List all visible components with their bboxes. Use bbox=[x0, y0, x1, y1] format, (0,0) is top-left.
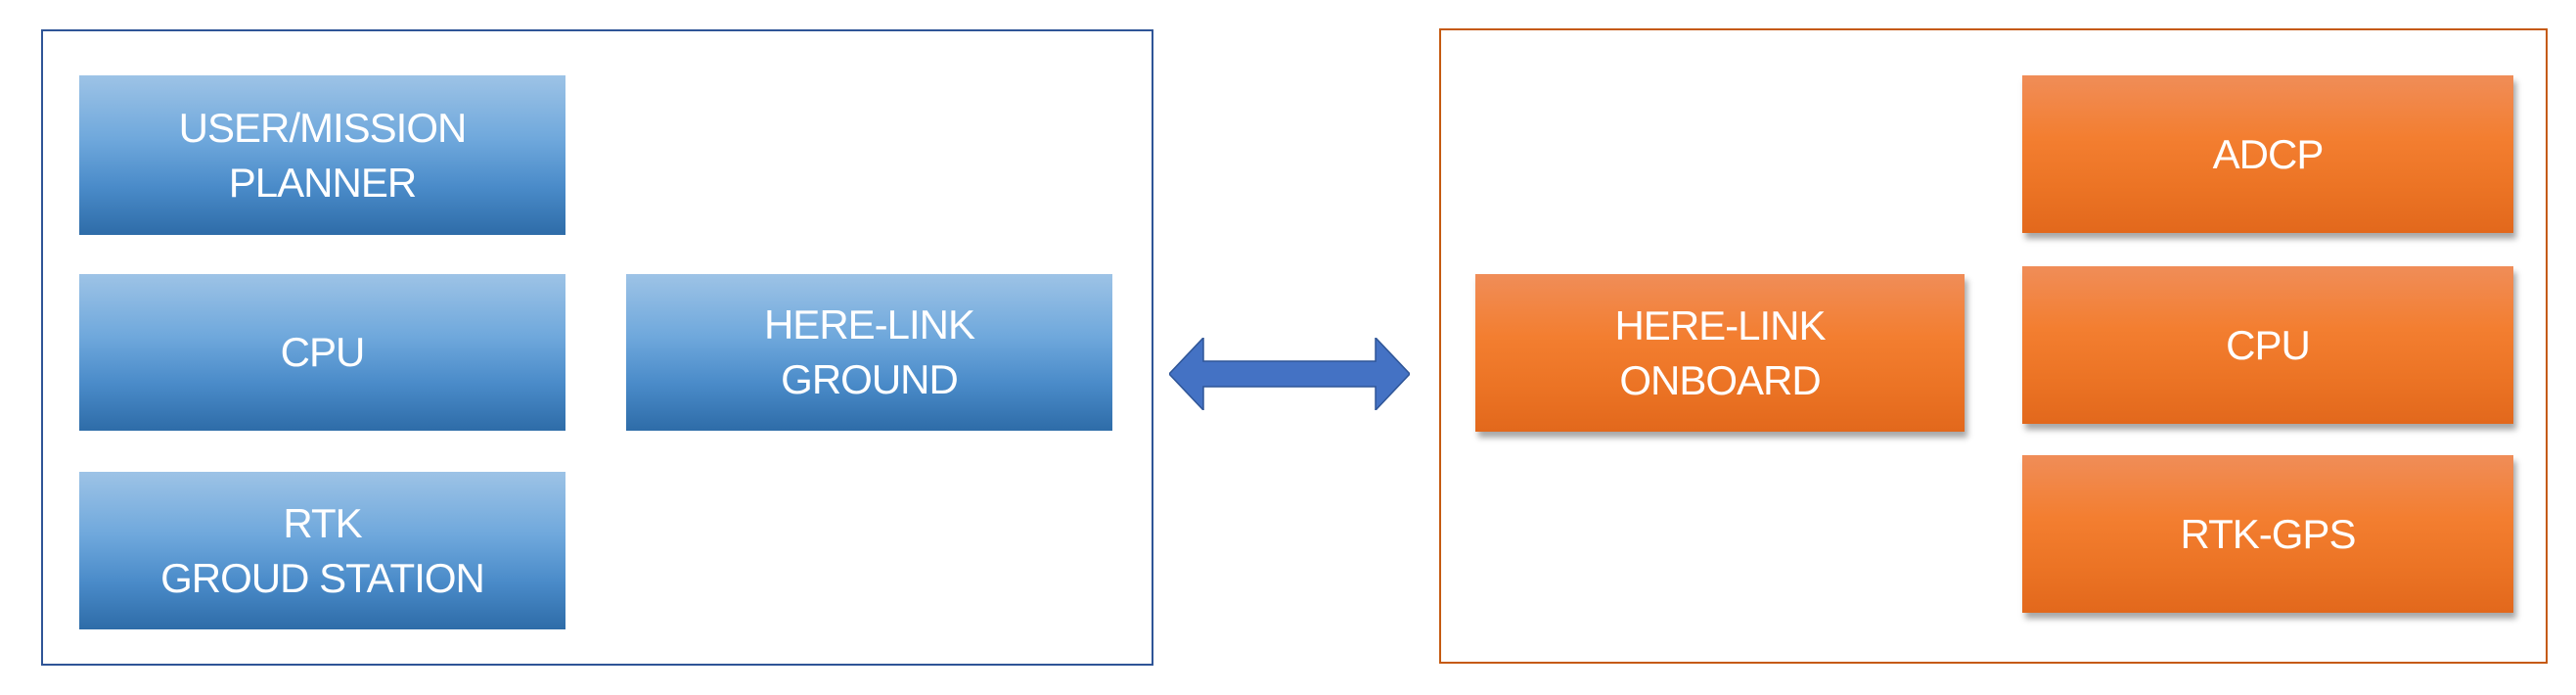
adcp-box: ADCP bbox=[2022, 75, 2513, 233]
onboard-cpu-box: CPU bbox=[2022, 266, 2513, 424]
here-link-onboard-box: HERE-LINK ONBOARD bbox=[1475, 274, 1965, 432]
rtk-gps-box: RTK-GPS bbox=[2022, 455, 2513, 613]
rtk-ground-station-box: RTK GROUD STATION bbox=[79, 472, 565, 629]
here-link-ground-box: HERE-LINK GROUND bbox=[626, 274, 1112, 431]
user-mission-planner-box: USER/MISSION PLANNER bbox=[79, 75, 565, 235]
double-arrow-icon bbox=[1169, 338, 1410, 410]
ground-cpu-box: CPU bbox=[79, 274, 565, 431]
